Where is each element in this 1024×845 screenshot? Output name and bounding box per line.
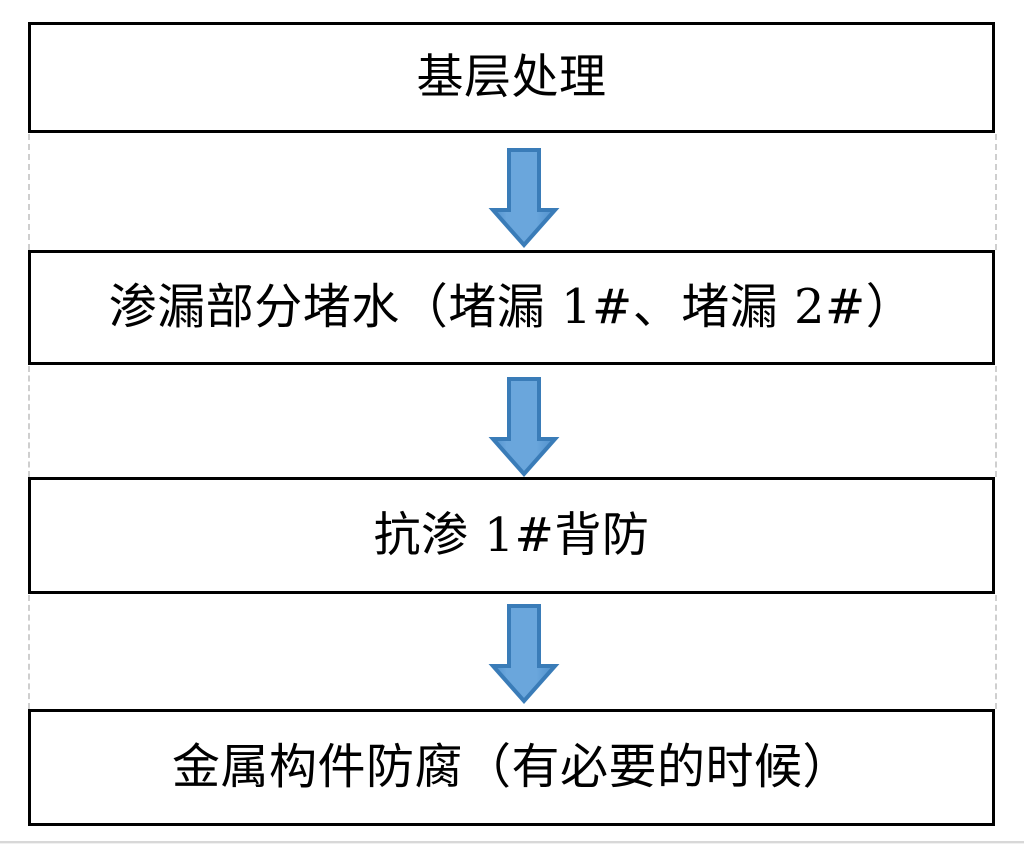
guide-rail-right-gap-3 — [995, 595, 997, 709]
guide-rail-right-gap-1 — [995, 134, 997, 250]
guide-rail-left-gap-1 — [28, 134, 30, 250]
flowchart-step-4-label: 金属构件防腐（有必要的时候） — [171, 739, 851, 796]
flowchart-step-2[interactable]: 渗漏部分堵水（堵漏 1#、堵漏 2#） — [28, 250, 995, 365]
flowchart-step-1-label: 基层处理 — [416, 49, 607, 105]
flowchart-step-4[interactable]: 金属构件防腐（有必要的时候） — [28, 709, 995, 826]
flowchart-step-3[interactable]: 抗渗 1#背防 — [28, 477, 995, 594]
guide-rail-left-gap-2 — [28, 366, 30, 477]
flowchart-step-2-label: 渗漏部分堵水（堵漏 1#、堵漏 2#） — [108, 279, 915, 336]
down-arrow-icon — [479, 148, 569, 248]
flowchart-step-1[interactable]: 基层处理 — [28, 22, 995, 133]
down-arrow-icon — [479, 377, 569, 477]
page-bottom-rule-secondary — [0, 843, 1024, 844]
flowchart-step-3-label: 抗渗 1#背防 — [373, 507, 650, 563]
guide-rail-right-gap-2 — [995, 366, 997, 477]
guide-rail-left-gap-3 — [28, 595, 30, 709]
page-bottom-rule — [0, 841, 1024, 843]
down-arrow-icon — [479, 604, 569, 704]
